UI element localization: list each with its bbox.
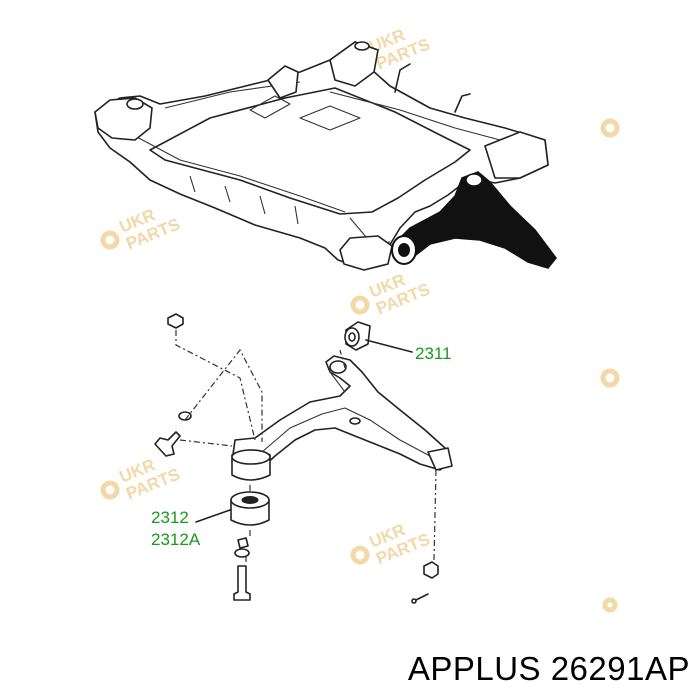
watermark-left-lower: UKR PARTS xyxy=(100,455,183,503)
subframe xyxy=(94,41,549,271)
bushing-upper-large xyxy=(231,449,271,481)
callout-2311: 2311 xyxy=(415,344,452,363)
watermark-edge-2 xyxy=(600,368,620,388)
leader-lines xyxy=(195,339,413,523)
lower-control-arm xyxy=(231,355,453,473)
watermark-edge-1 xyxy=(600,118,620,138)
watermark-edge-3 xyxy=(602,597,618,613)
callout-2312: 2312 xyxy=(151,508,189,527)
watermark-left-upper: UKR PARTS xyxy=(100,205,183,253)
watermark-center: UKR PARTS xyxy=(350,270,433,318)
callout-2312A: 2312A xyxy=(151,530,201,549)
installed-control-arm xyxy=(391,171,557,269)
caption: APPLUS 26291AP xyxy=(407,650,690,687)
bushing-2312 xyxy=(230,491,270,526)
watermark-bottom: UKR PARTS xyxy=(350,520,433,568)
bushing-2311 xyxy=(344,321,371,351)
hardware xyxy=(154,313,439,604)
assembly-lines xyxy=(175,330,437,564)
